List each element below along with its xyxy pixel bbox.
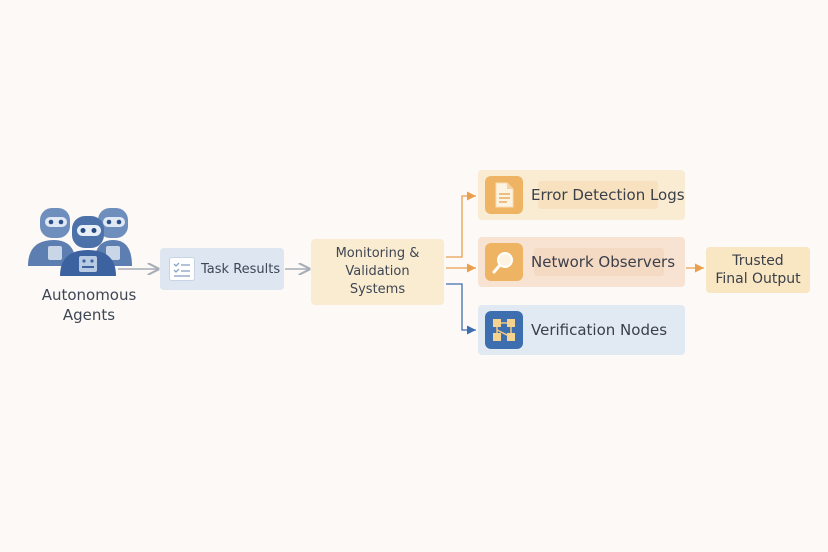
monitoring-node: Monitoring & Validation Systems	[311, 239, 444, 305]
robot-icon	[28, 208, 76, 266]
verification-nodes-node: Verification Nodes	[478, 305, 685, 355]
arrow-monitor-to-error	[446, 191, 476, 258]
verification-nodes-label: Verification Nodes	[531, 321, 668, 339]
checklist-icon	[169, 257, 195, 281]
background-glyphs	[534, 248, 664, 276]
error-logs-label: Error Detection Logs	[531, 186, 685, 204]
monitoring-label: Monitoring & Validation Systems	[335, 246, 420, 297]
output-label: Trusted Final Output	[715, 253, 801, 287]
magnifier-icon	[485, 243, 523, 281]
background-glyphs	[538, 181, 658, 209]
task-results-node: Task Results	[160, 248, 284, 290]
arrow-monitor-to-verify	[446, 283, 476, 335]
error-logs-node: Error Detection Logs	[478, 170, 685, 220]
network-observers-node: Network Observers	[478, 237, 685, 287]
robot-icon	[60, 216, 116, 276]
output-node: Trusted Final Output	[706, 247, 810, 293]
agents-robots-icon	[24, 204, 144, 276]
task-results-label: Task Results	[201, 261, 281, 277]
network-observers-label: Network Observers	[531, 253, 676, 271]
document-icon	[485, 176, 523, 214]
agents-label: Autonomous Agents	[41, 286, 137, 324]
network-grid-icon	[485, 311, 523, 349]
